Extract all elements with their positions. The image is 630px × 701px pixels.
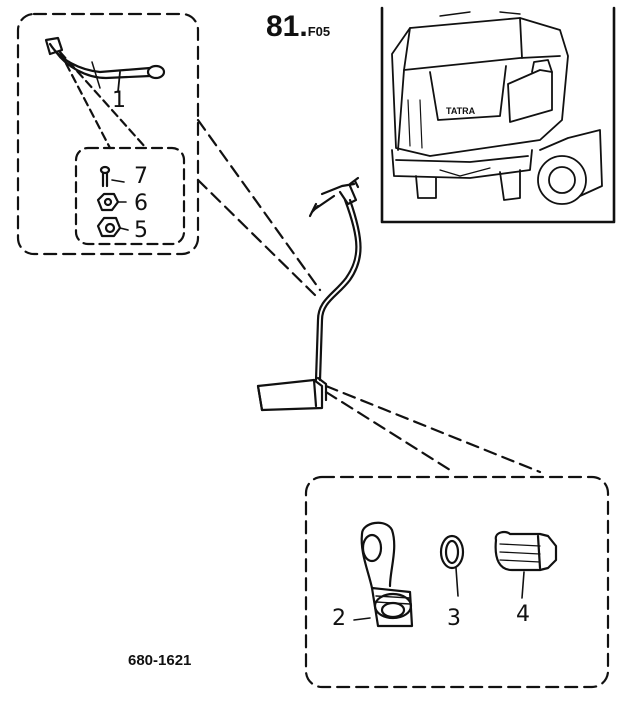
part-5-nut [96, 216, 129, 238]
part-4-banjo-bolt [494, 530, 558, 599]
part-7-screw [99, 165, 125, 188]
detail-box-fasteners [74, 146, 186, 246]
pressure-line [314, 198, 362, 382]
leader-line [58, 50, 112, 150]
leader-line [324, 390, 452, 472]
callout-7: 7 [134, 164, 148, 189]
leader-line [196, 118, 322, 292]
page-number: 81. [266, 10, 308, 43]
cab-brand-label: TATRA [446, 106, 476, 116]
callout-4: 4 [516, 602, 530, 627]
part-2-banjo-fitting [353, 521, 414, 628]
callout-1: 1 [112, 88, 126, 113]
gauge-housing [256, 376, 328, 412]
leader-line [196, 178, 320, 300]
truck-cab-sketch [391, 11, 603, 205]
drawing-number: 680-1621 [128, 652, 192, 669]
callout-2: 2 [332, 606, 346, 631]
part-3-washer [439, 534, 465, 597]
callout-6: 6 [134, 191, 148, 216]
page-suffix: F05 [307, 24, 331, 39]
page-title: 81.F05 [266, 10, 330, 44]
t-fitting [308, 176, 360, 218]
cab-inset-frame [380, 6, 616, 224]
detail-box-upper-left [16, 12, 200, 256]
leader-line [324, 384, 542, 474]
part-6-nut [96, 192, 127, 212]
callout-3: 3 [447, 606, 461, 631]
callout-5: 5 [134, 218, 148, 243]
part-1-hose [44, 36, 166, 93]
detail-box-lower-right [304, 475, 610, 689]
